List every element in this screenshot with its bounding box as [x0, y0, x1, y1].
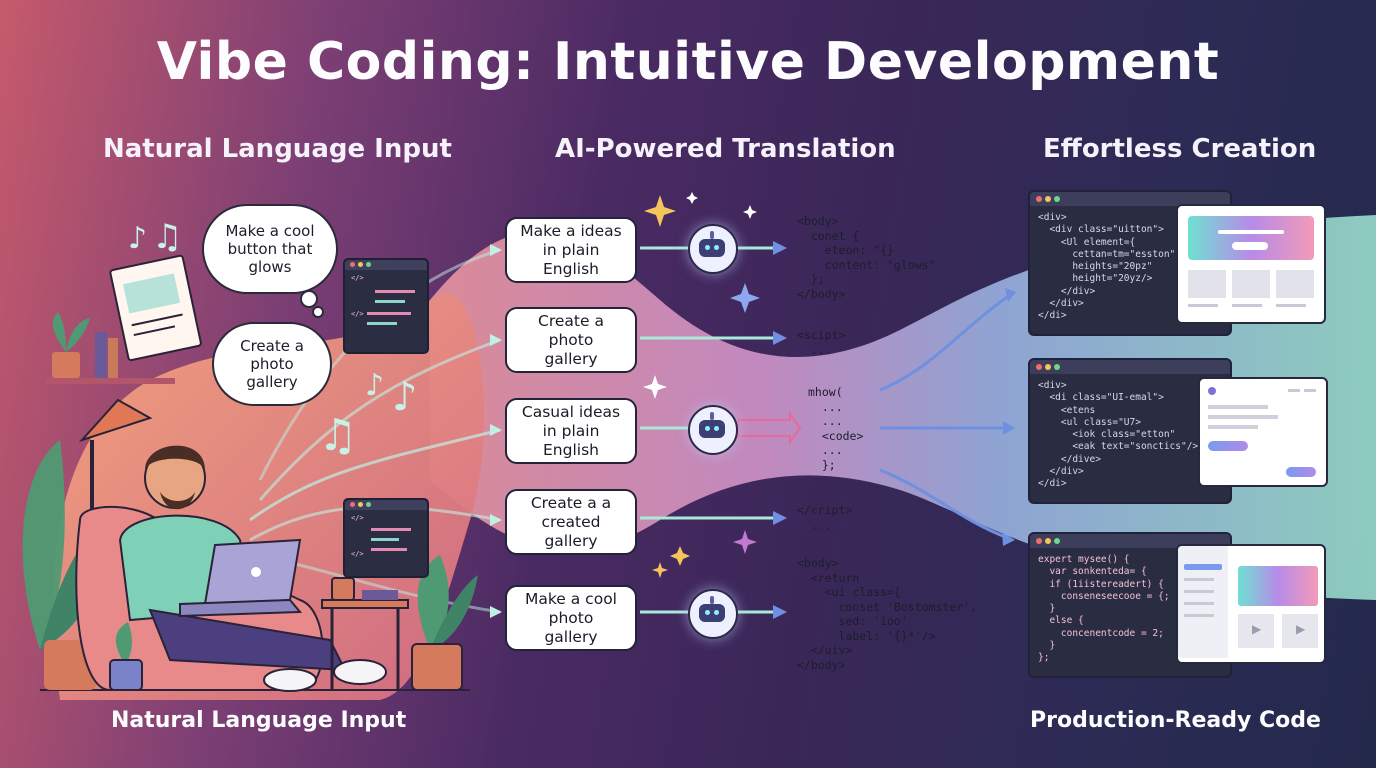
code-snippet: <body> <return <ui class={ conset 'Bosto…	[797, 556, 978, 672]
plant-pot	[109, 659, 143, 691]
prompt-card-text: Make a ideas in plain English	[520, 221, 622, 278]
laptop-logo	[251, 567, 261, 577]
code-snippet: <scipt> ...	[797, 328, 846, 357]
music-note-icon: ♪	[392, 374, 418, 420]
arrow-head	[490, 514, 502, 526]
bottom-label-left: Natural Language Input	[111, 708, 407, 733]
wave-line	[279, 558, 501, 614]
mini-code-text: </> </>	[351, 514, 364, 558]
sparkle-icon	[743, 205, 757, 219]
wave-line	[258, 338, 501, 501]
plant	[22, 440, 65, 650]
sparkle-icon	[686, 192, 698, 204]
music-note-icon: ♪	[365, 368, 384, 403]
arrow-head	[490, 424, 502, 436]
preview-button	[1286, 467, 1316, 477]
mini-code-text: </> </>	[351, 274, 364, 318]
thought-bubble: Make a cool button that glows	[202, 204, 338, 294]
wave-line	[249, 428, 501, 522]
prompt-card: Make a ideas in plain English	[505, 217, 637, 283]
ui-preview: ▶ ▶	[1176, 544, 1326, 664]
mini-code-window: </> </>	[343, 258, 429, 354]
ui-preview	[1198, 377, 1328, 487]
music-note-icon: ♪	[128, 221, 147, 256]
preview-button	[1208, 441, 1248, 451]
prompt-card: Make a cool photo gallery	[505, 585, 637, 651]
plant	[52, 312, 90, 352]
sparkle-icon	[733, 530, 757, 554]
sparkle-icon	[730, 283, 760, 313]
prompt-card-text: Make a cool photo gallery	[525, 589, 617, 646]
ai-robot-icon	[688, 405, 738, 455]
page-title: Vibe Coding: Intuitive Development	[156, 32, 1220, 92]
code-snippet: <body> conet { eteon: "{} content: "glow…	[797, 214, 936, 301]
prompt-card: Create a photo gallery	[505, 307, 637, 373]
book	[95, 332, 107, 378]
book	[362, 590, 398, 600]
arrow-head	[490, 606, 502, 618]
bubble-tail	[300, 290, 318, 308]
prompt-card-text: Casual ideas in plain English	[521, 402, 621, 459]
music-note-icon: ♫	[152, 217, 182, 257]
plant-pot	[52, 352, 80, 378]
bubble-tail	[312, 306, 324, 318]
person-beard	[160, 492, 195, 510]
ui-preview	[1176, 204, 1326, 324]
ai-robot-icon	[688, 589, 738, 639]
ai-robot-icon	[688, 224, 738, 274]
shelf	[45, 378, 175, 384]
document-icon	[109, 254, 202, 362]
column-title-middle: AI-Powered Translation	[555, 134, 896, 164]
play-icon: ▶	[1252, 622, 1262, 636]
code-snippet: mhow( ... ... <code> ... };	[808, 385, 864, 472]
output-code-text: expert mysee() { var sonkenteda= { if (1…	[1038, 554, 1170, 664]
code-snippet: </cript> ...	[797, 503, 853, 532]
book	[108, 338, 118, 378]
preview-video-thumb	[1238, 614, 1274, 648]
mug	[331, 577, 355, 601]
lamp	[78, 398, 153, 443]
prompt-card-text: Create a a created gallery	[530, 493, 612, 550]
column-title-left: Natural Language Input	[103, 134, 452, 164]
thought-bubble: Create a photo gallery	[212, 322, 332, 406]
arrow-head	[490, 334, 502, 346]
music-note-icon: ♫	[318, 410, 357, 461]
output-code-text: <div> <di class="UI-emal"> <etens <ul cl…	[1038, 380, 1199, 490]
play-icon: ▶	[1296, 622, 1306, 636]
sparkle-icon	[644, 195, 676, 227]
mini-code-window: </> </>	[343, 498, 429, 578]
prompt-card: Create a a created gallery	[505, 489, 637, 555]
shoe	[333, 659, 387, 685]
column-title-right: Effortless Creation	[1043, 134, 1317, 164]
thought-bubble-text: Make a cool button that glows	[225, 222, 315, 276]
preview-glow-button	[1232, 242, 1268, 250]
sparkle-icon	[652, 562, 668, 578]
prompt-card-text: Create a photo gallery	[538, 311, 604, 368]
sparkle-icon	[643, 375, 667, 399]
output-code-text: <div> <div class="uitton"> <Ul element={…	[1038, 212, 1176, 322]
shoe	[263, 668, 317, 692]
preview-banner	[1188, 216, 1314, 260]
prompt-card: Casual ideas in plain English	[505, 398, 637, 464]
plant-pot	[411, 643, 463, 691]
side-table	[321, 599, 409, 609]
thought-bubble-text: Create a photo gallery	[240, 337, 304, 391]
arrow-head	[490, 244, 502, 256]
bottom-label-right: Production-Ready Code	[1030, 708, 1321, 733]
person-hair	[145, 445, 205, 470]
sparkle-icon	[670, 546, 690, 566]
preview-video-thumb	[1282, 614, 1318, 648]
